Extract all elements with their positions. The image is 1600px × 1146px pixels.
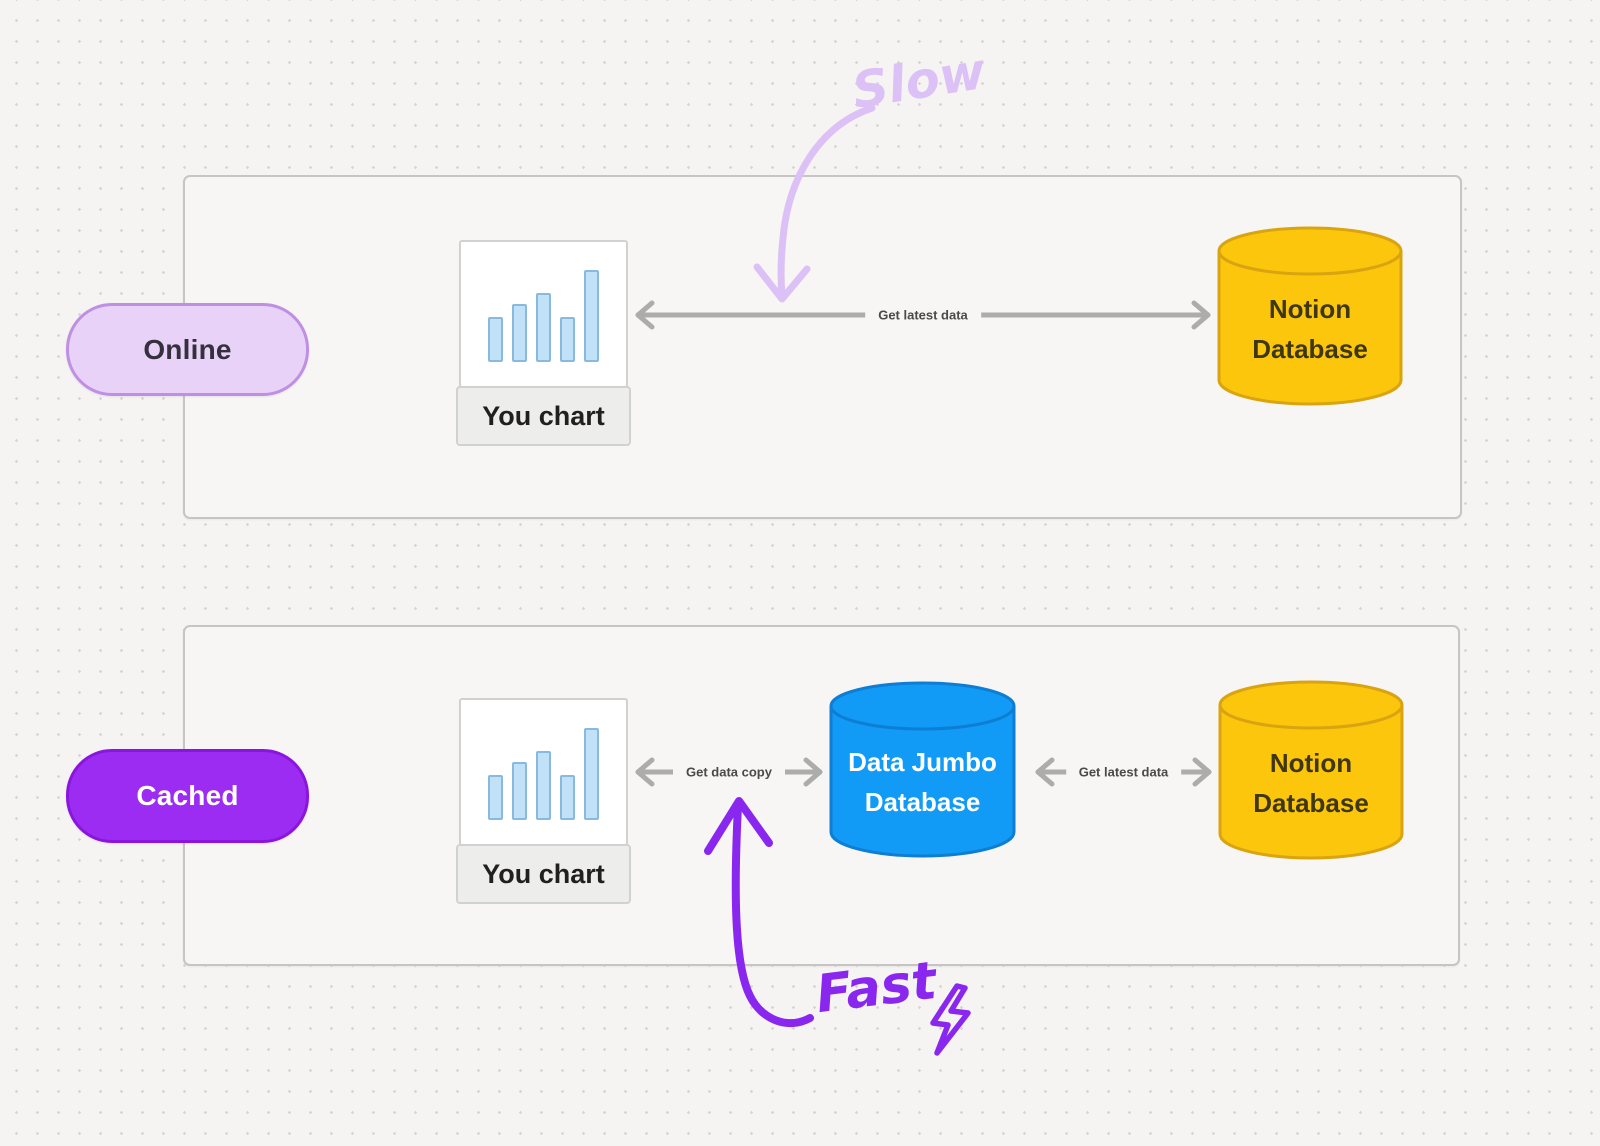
notion-database-node-online[interactable]: Notion Database — [1216, 225, 1404, 408]
data-jumbo-database-node[interactable]: Data Jumbo Database — [828, 680, 1017, 860]
notion-database-node-cached[interactable]: Notion Database — [1217, 679, 1405, 862]
cached-tag[interactable]: Cached — [66, 749, 309, 843]
database-label: Notion Database — [1253, 747, 1369, 818]
your-chart-node-online[interactable]: You chart — [456, 240, 631, 446]
chart-bar — [584, 728, 599, 820]
online-tag[interactable]: Online — [66, 303, 309, 396]
arrow-get-data-copy[interactable]: Get data copy — [630, 755, 828, 789]
chart-bar — [536, 751, 551, 820]
chart-bar — [584, 270, 599, 362]
slow-annotation-text[interactable]: Slow — [848, 41, 990, 121]
lightning-bolt-icon[interactable] — [930, 983, 971, 1056]
database-cylinder-icon — [829, 681, 1016, 858]
database-label: Notion Database — [1252, 293, 1368, 364]
arrow-get-latest-data-online[interactable]: Get latest data — [630, 298, 1216, 332]
chart-bar — [560, 775, 575, 820]
database-cylinder-icon — [1218, 680, 1404, 860]
arrow-label: Get data copy — [673, 764, 785, 780]
chart-caption-label: You chart — [482, 858, 605, 889]
online-tag-label: Online — [143, 333, 232, 365]
database-label: Data Jumbo Database — [848, 747, 997, 817]
chart-caption: You chart — [456, 844, 631, 904]
arrow-label: Get latest data — [865, 307, 981, 323]
chart-caption: You chart — [456, 386, 631, 446]
database-cylinder-icon — [1217, 226, 1403, 406]
arrow-get-latest-data-cached[interactable]: Get latest data — [1030, 755, 1217, 789]
chart-bar — [512, 762, 527, 820]
chart-bar — [560, 317, 575, 362]
chart-caption-label: You chart — [482, 400, 605, 431]
chart-bar — [488, 775, 503, 820]
arrow-label: Get latest data — [1065, 764, 1182, 780]
cached-tag-label: Cached — [136, 780, 239, 811]
chart-bar — [536, 293, 551, 362]
chart-bar — [488, 317, 503, 362]
bar-chart-icon — [459, 698, 628, 846]
chart-bar — [512, 304, 527, 362]
bar-chart-icon — [459, 240, 628, 388]
your-chart-node-cached[interactable]: You chart — [456, 698, 631, 904]
